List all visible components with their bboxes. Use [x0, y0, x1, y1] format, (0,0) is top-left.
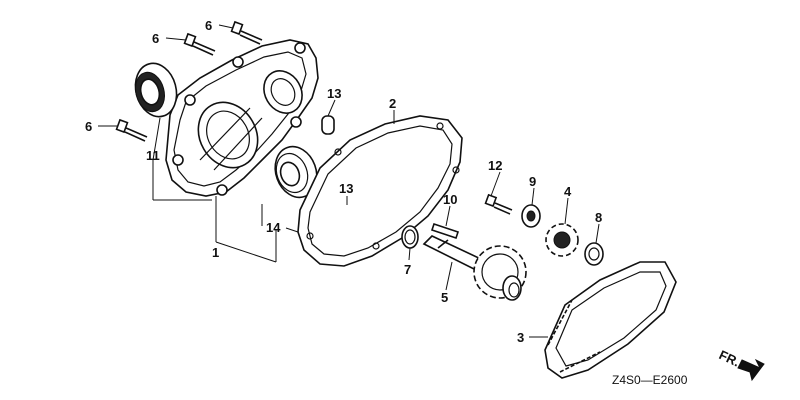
part-label-6c: 6: [85, 119, 92, 134]
part-label-13a: 13: [327, 86, 341, 101]
oil-seal: [134, 62, 178, 118]
shaft-and-sprocket: [422, 235, 527, 301]
bolt-6c: [115, 118, 148, 142]
key: [430, 222, 460, 240]
leader-lines: [98, 24, 600, 338]
front-direction-label: FR.: [717, 347, 742, 369]
part-label-2: 2: [389, 96, 396, 111]
part-label-4: 4: [564, 184, 572, 199]
part-label-5: 5: [441, 290, 448, 305]
part-label-6b: 6: [152, 31, 159, 46]
small-sprocket: [545, 223, 579, 257]
part-label-3: 3: [517, 330, 524, 345]
part-label-14: 14: [266, 220, 281, 235]
bolt-12: [484, 193, 513, 215]
part-label-1: 1: [212, 245, 219, 260]
part-label-12: 12: [488, 158, 502, 173]
dowel-pin-upper: [321, 115, 335, 135]
snap-ring: [401, 225, 419, 249]
washer: [521, 204, 541, 228]
part-label-7: 7: [404, 262, 411, 277]
part-label-9: 9: [529, 174, 536, 189]
ball-bearing: [274, 145, 318, 199]
gear-case-cover: [165, 39, 319, 197]
gasket: [297, 115, 463, 267]
bolt-6b: [183, 32, 216, 56]
roller-chain: [544, 261, 677, 379]
arrow-icon: [737, 358, 765, 382]
front-direction-marker: FR.: [717, 347, 765, 382]
drawing-code: Z4S0—E2600: [612, 373, 688, 387]
part-label-6a: 6: [205, 18, 212, 33]
part-label-13b: 13: [339, 181, 353, 196]
bolt-6a: [230, 20, 263, 45]
part-label-11: 11: [146, 148, 160, 163]
part-label-8: 8: [595, 210, 602, 225]
part-label-10: 10: [443, 192, 457, 207]
washer-8: [584, 242, 604, 266]
